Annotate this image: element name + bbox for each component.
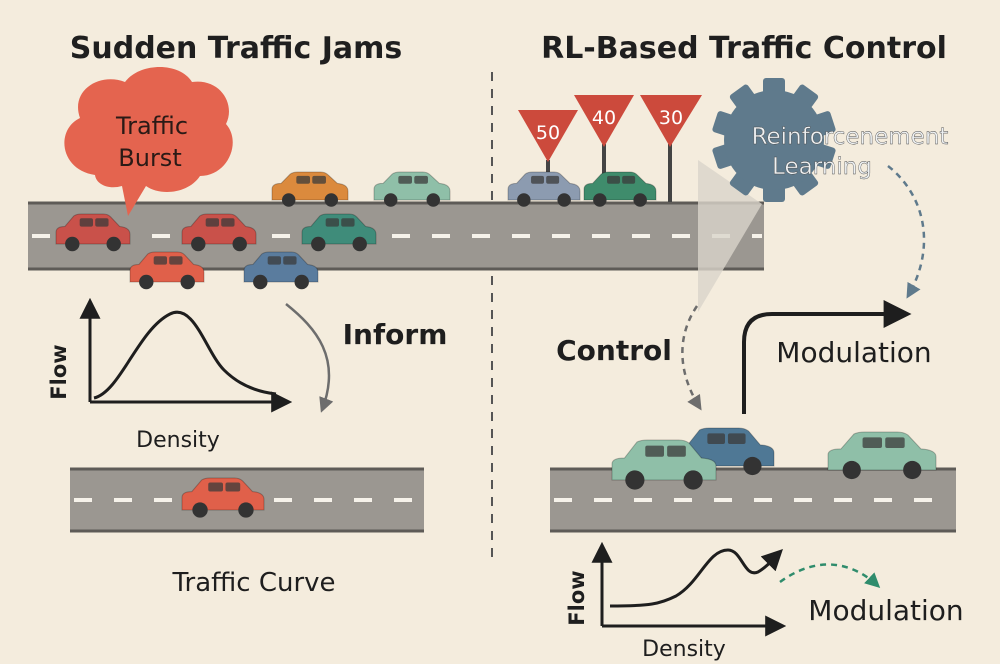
car-slate bbox=[507, 171, 581, 207]
control-label: Control bbox=[556, 334, 672, 367]
left-plot-curve bbox=[93, 310, 277, 400]
car-bottom-left bbox=[181, 477, 265, 518]
right-plot-ylabel: Flow bbox=[565, 570, 589, 625]
right-plot-xlabel: Density bbox=[642, 637, 726, 662]
title-right: RL-Based Traffic Control bbox=[541, 31, 947, 66]
left-plot-ylabel: Flow bbox=[47, 344, 71, 399]
car-red-1 bbox=[55, 213, 131, 252]
car-orange bbox=[271, 171, 349, 207]
traffic-curve-label: Traffic Curve bbox=[171, 568, 335, 598]
bubble-line2: Burst bbox=[118, 144, 181, 172]
projection-triangle bbox=[698, 160, 762, 312]
sign-50-label: 50 bbox=[536, 122, 560, 144]
left-plot-xlabel: Density bbox=[136, 428, 220, 453]
right-plot-teal-arrow bbox=[779, 563, 881, 589]
gear-line1: Reinforcenement bbox=[752, 124, 949, 150]
bottom-right-road bbox=[550, 467, 956, 533]
right-plot-curve bbox=[609, 548, 783, 608]
car-blue bbox=[243, 251, 319, 290]
car-mint bbox=[373, 171, 451, 207]
sign-40-label: 40 bbox=[592, 107, 616, 129]
sign-30-label: 30 bbox=[659, 107, 683, 129]
car-coral bbox=[129, 251, 205, 290]
inform-arrow bbox=[285, 303, 334, 413]
control-arrow bbox=[681, 305, 702, 411]
modulation-bottom-label: Modulation bbox=[808, 594, 963, 627]
inform-label: Inform bbox=[343, 318, 448, 351]
car-teal bbox=[301, 213, 377, 252]
gear-icon: Reinforcenement Learning bbox=[712, 78, 949, 202]
car-green bbox=[583, 171, 657, 207]
car-bottom-right bbox=[827, 431, 937, 480]
speed-sign-30: 30 bbox=[640, 95, 702, 202]
right-flow-density-plot: Flow Density bbox=[565, 541, 881, 662]
modulation-arrow bbox=[742, 300, 912, 414]
traffic-burst-bubble: Traffic Burst bbox=[64, 67, 233, 216]
car-bottom-mint bbox=[611, 439, 717, 490]
left-flow-density-plot: Flow Density bbox=[47, 297, 293, 453]
title-left: Sudden Traffic Jams bbox=[70, 31, 402, 66]
bubble-line1: Traffic bbox=[115, 112, 188, 140]
gear-line2: Learning bbox=[772, 154, 872, 180]
speed-sign-40: 40 bbox=[574, 95, 634, 200]
modulation-top-label: Modulation bbox=[776, 336, 931, 369]
gear-feedback-arrow bbox=[887, 165, 926, 299]
main-road bbox=[28, 201, 764, 271]
car-red-2 bbox=[181, 213, 257, 252]
